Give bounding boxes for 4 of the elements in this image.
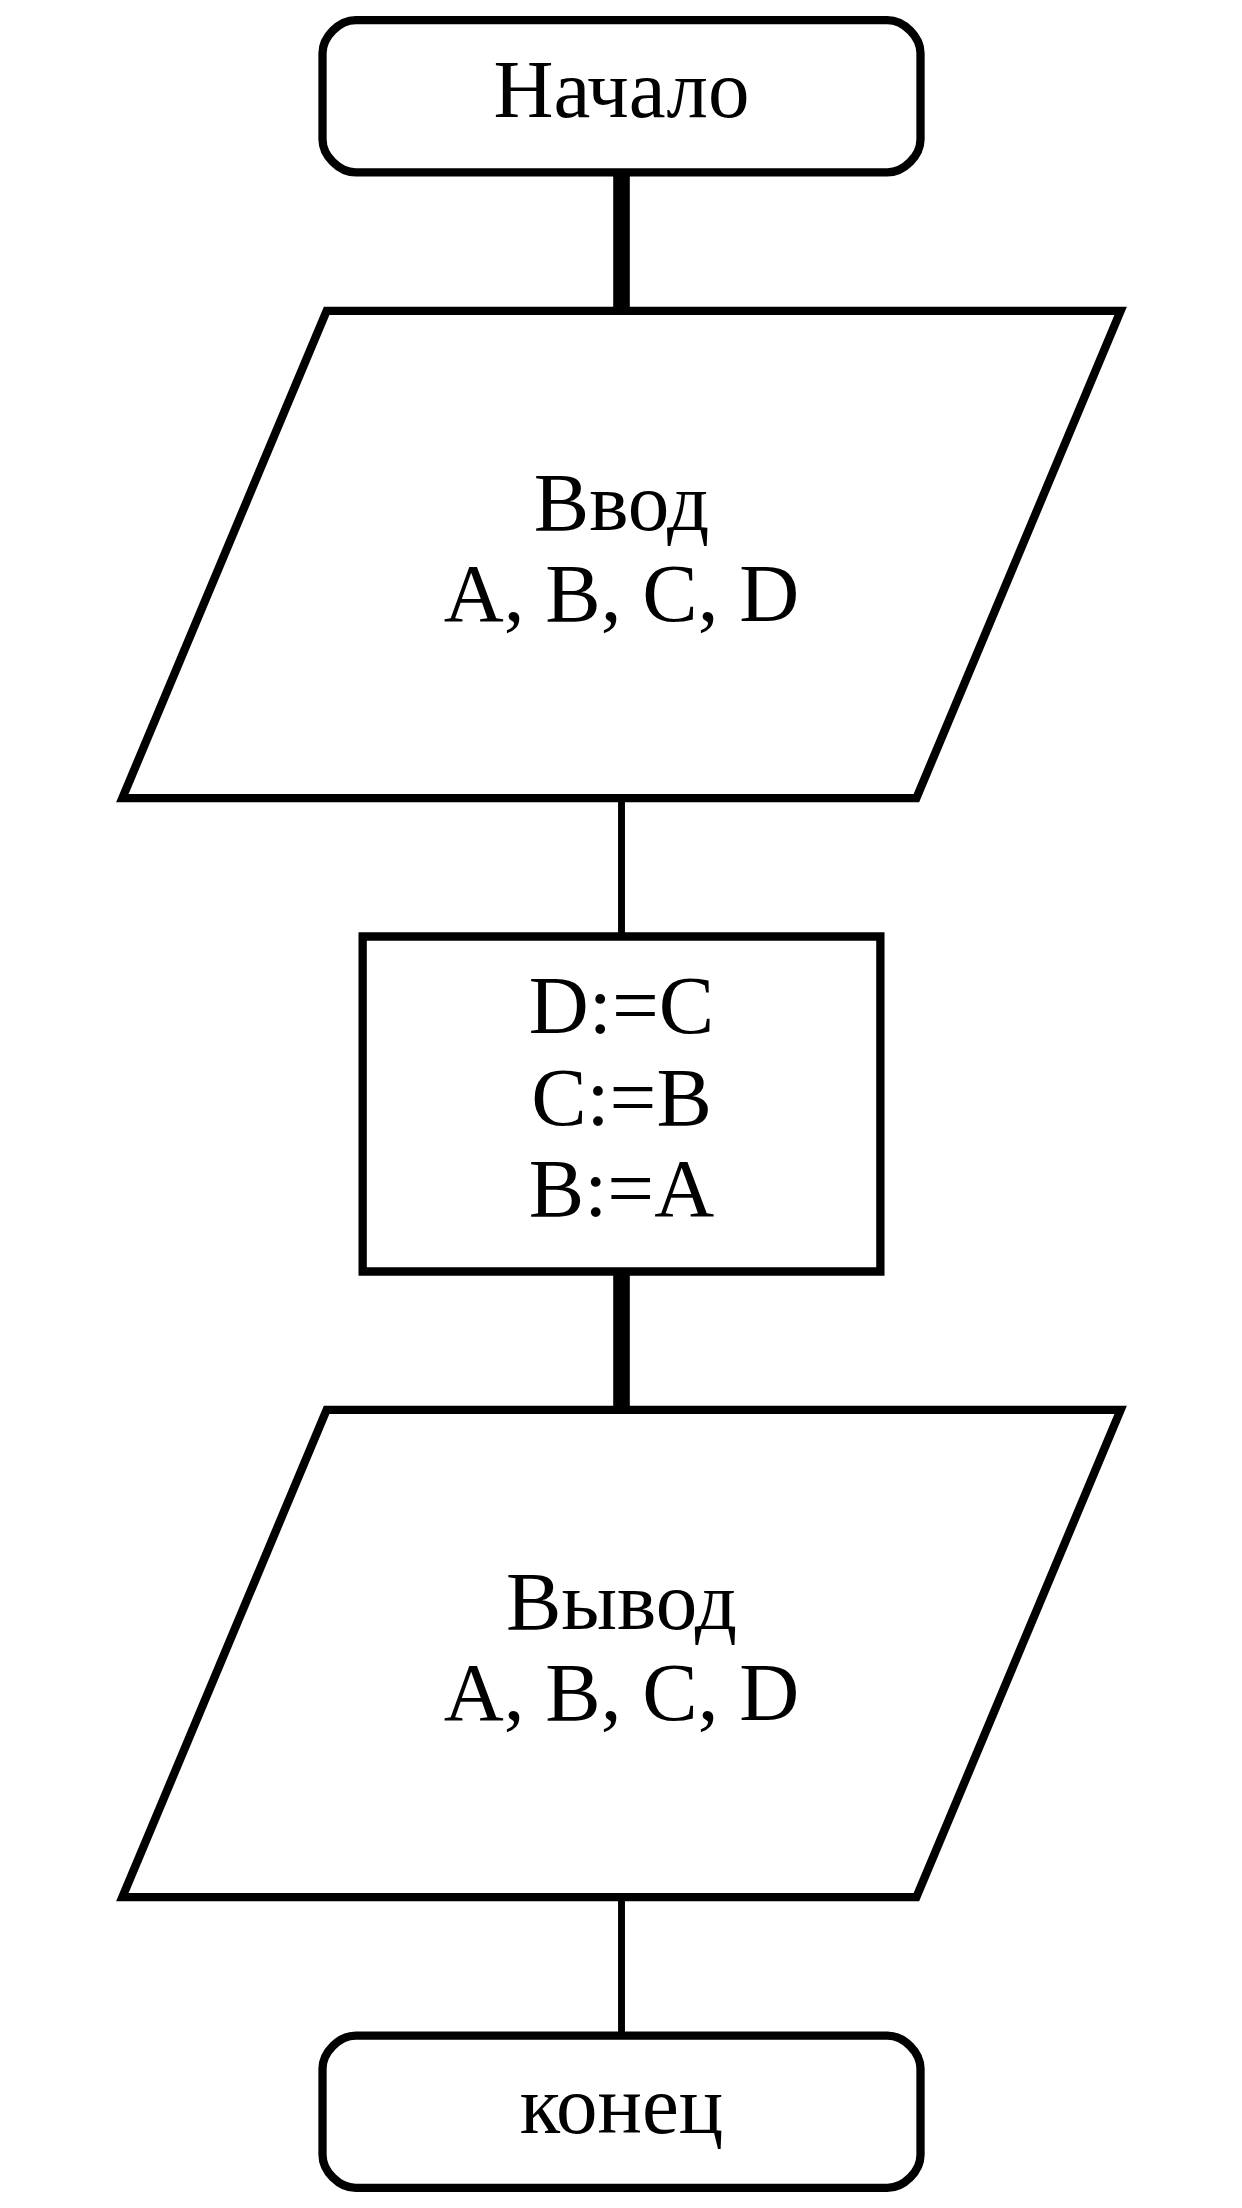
node-box: конец	[317, 2031, 925, 2193]
connector	[612, 1272, 630, 1409]
node-box: Начало	[317, 15, 925, 177]
node-box: D:=C C:=B B:=A	[358, 932, 885, 1276]
